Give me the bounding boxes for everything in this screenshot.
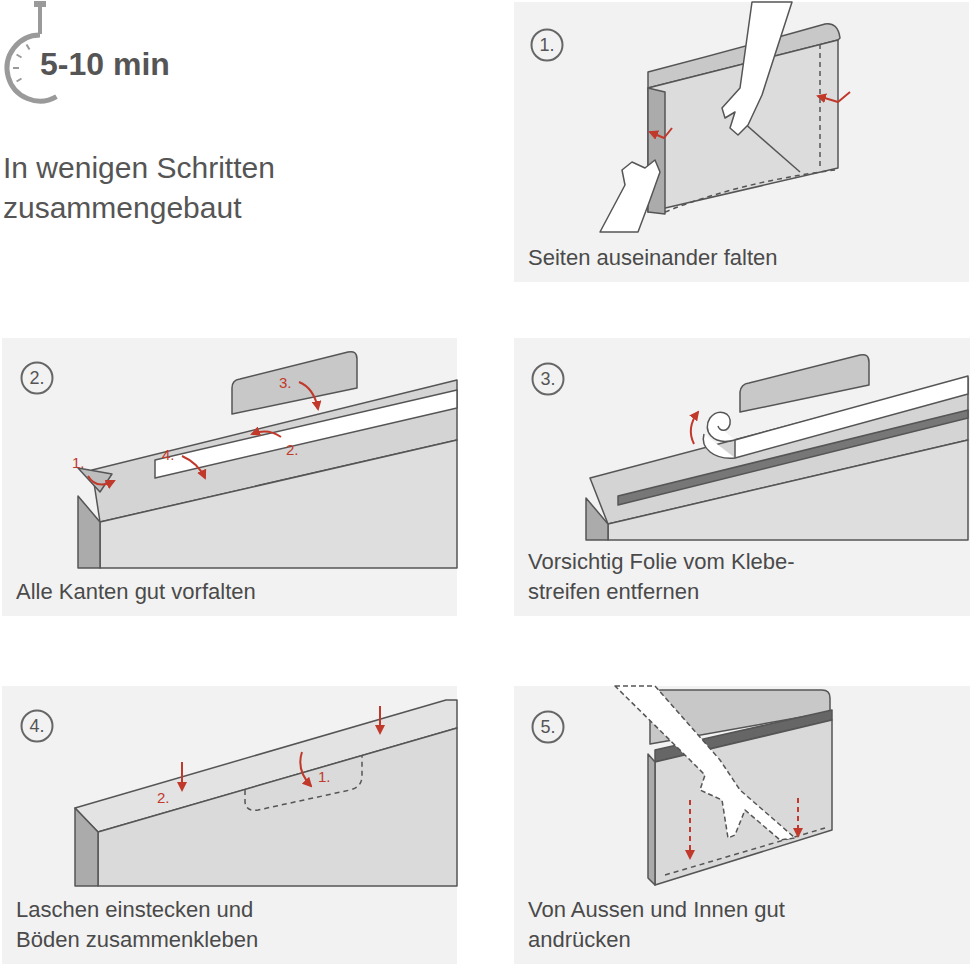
red-arrow [182, 456, 205, 478]
hidden-edge [819, 44, 821, 170]
step-caption: Seiten auseinander falten [528, 243, 928, 273]
tab [232, 352, 357, 414]
panel-ground [2, 338, 457, 616]
callout-number: 4. [162, 446, 175, 463]
circle-outline [22, 711, 53, 742]
hidden-edge [665, 828, 825, 875]
red-arrow [88, 476, 114, 485]
callout-number: 1. [318, 768, 331, 785]
red-arrow [689, 800, 691, 858]
duration-label: 5-10 min [40, 46, 170, 82]
callout-number: 3. [279, 374, 292, 391]
box-side [75, 808, 98, 886]
box-face [608, 440, 968, 540]
box-face [100, 440, 457, 568]
step-panel: Vorsichtig Folie vom Klebe- streifen ent… [514, 338, 970, 616]
step-panel: Laschen einstecken und Böden zusammenkle… [2, 686, 457, 964]
red-arrow [181, 762, 183, 790]
step-panel: Seiten auseinander falten 1. [514, 2, 969, 282]
circle-outline [532, 30, 563, 61]
box-face [98, 728, 457, 886]
red-arrow [818, 92, 850, 102]
step-panel: Von Aussen und Innen gut andrücken 5. [514, 686, 970, 964]
step-2-figure [78, 352, 457, 568]
box-side [586, 498, 608, 540]
label-anchor: 1. [72, 454, 85, 472]
red-arrow [691, 412, 698, 444]
tick [17, 79, 22, 82]
stopwatch-stem [38, 6, 42, 34]
red-arrow [300, 752, 311, 786]
red-arrow [252, 432, 281, 437]
title-anchor: In wenigen Schritten zusammengebaut [3, 148, 343, 228]
step-number-text: 1. [539, 36, 554, 54]
label-anchor: 1. [318, 768, 331, 786]
callout-number: 2. [286, 441, 299, 458]
step-1-figure [600, 2, 850, 232]
step-caption: Laschen einstecken und Böden zusammenkle… [16, 895, 296, 955]
callout-number: 1. [72, 454, 85, 471]
step-caption: Alle Kanten gut vorfalten [16, 577, 416, 607]
callout-number: 2. [157, 789, 170, 806]
peel-film [735, 376, 968, 458]
box-side [648, 754, 655, 885]
step-number-text: 4. [29, 717, 44, 735]
step-5-figure [615, 686, 832, 885]
tick [17, 55, 22, 58]
step-number: 4. [20, 709, 54, 743]
step-caption: Vorsichtig Folie vom Klebe- streifen ent… [528, 547, 858, 607]
red-arrow [299, 382, 318, 409]
hidden-edge [665, 170, 835, 212]
tab [740, 355, 869, 412]
label-anchor: 2. [286, 441, 299, 459]
panel-ground [514, 338, 970, 616]
step-panel: Alle Kanten gut vorfalten 2. [2, 338, 457, 616]
red-arrow [379, 706, 381, 733]
hand [722, 2, 792, 135]
label-anchor: 2. [157, 789, 170, 807]
tick [27, 45, 30, 50]
red-arrow [650, 128, 672, 138]
label-anchor: 5-10 min [40, 48, 170, 80]
step-number-text: 5. [540, 718, 555, 736]
step-number: 1. [530, 28, 564, 62]
label-anchor: 4. [162, 446, 175, 464]
hidden-tab [245, 756, 362, 810]
step-number: 2. [20, 361, 54, 395]
circle-outline [533, 712, 564, 743]
circle-outline [533, 364, 564, 395]
corner-flap [78, 468, 112, 492]
step-number: 5. [531, 710, 565, 744]
film-curl [703, 412, 735, 458]
step-3-figure [586, 355, 968, 540]
panel-ground [2, 686, 457, 964]
step-number-text: 2. [29, 369, 44, 387]
label-anchor: 3. [279, 374, 292, 392]
step-number: 3. [531, 362, 565, 396]
circle-outline [22, 363, 53, 394]
panel-ground [514, 2, 969, 282]
panel-ground [514, 686, 970, 964]
step-4-figure [75, 700, 457, 886]
box-side [78, 496, 100, 568]
step-caption: Von Aussen und Innen gut andrücken [528, 895, 818, 955]
hand [615, 686, 795, 840]
hand [600, 160, 660, 232]
title: In wenigen Schritten zusammengebaut [3, 148, 343, 228]
red-arrow [797, 798, 799, 836]
step-number-text: 3. [540, 370, 555, 388]
tick [13, 67, 19, 69]
